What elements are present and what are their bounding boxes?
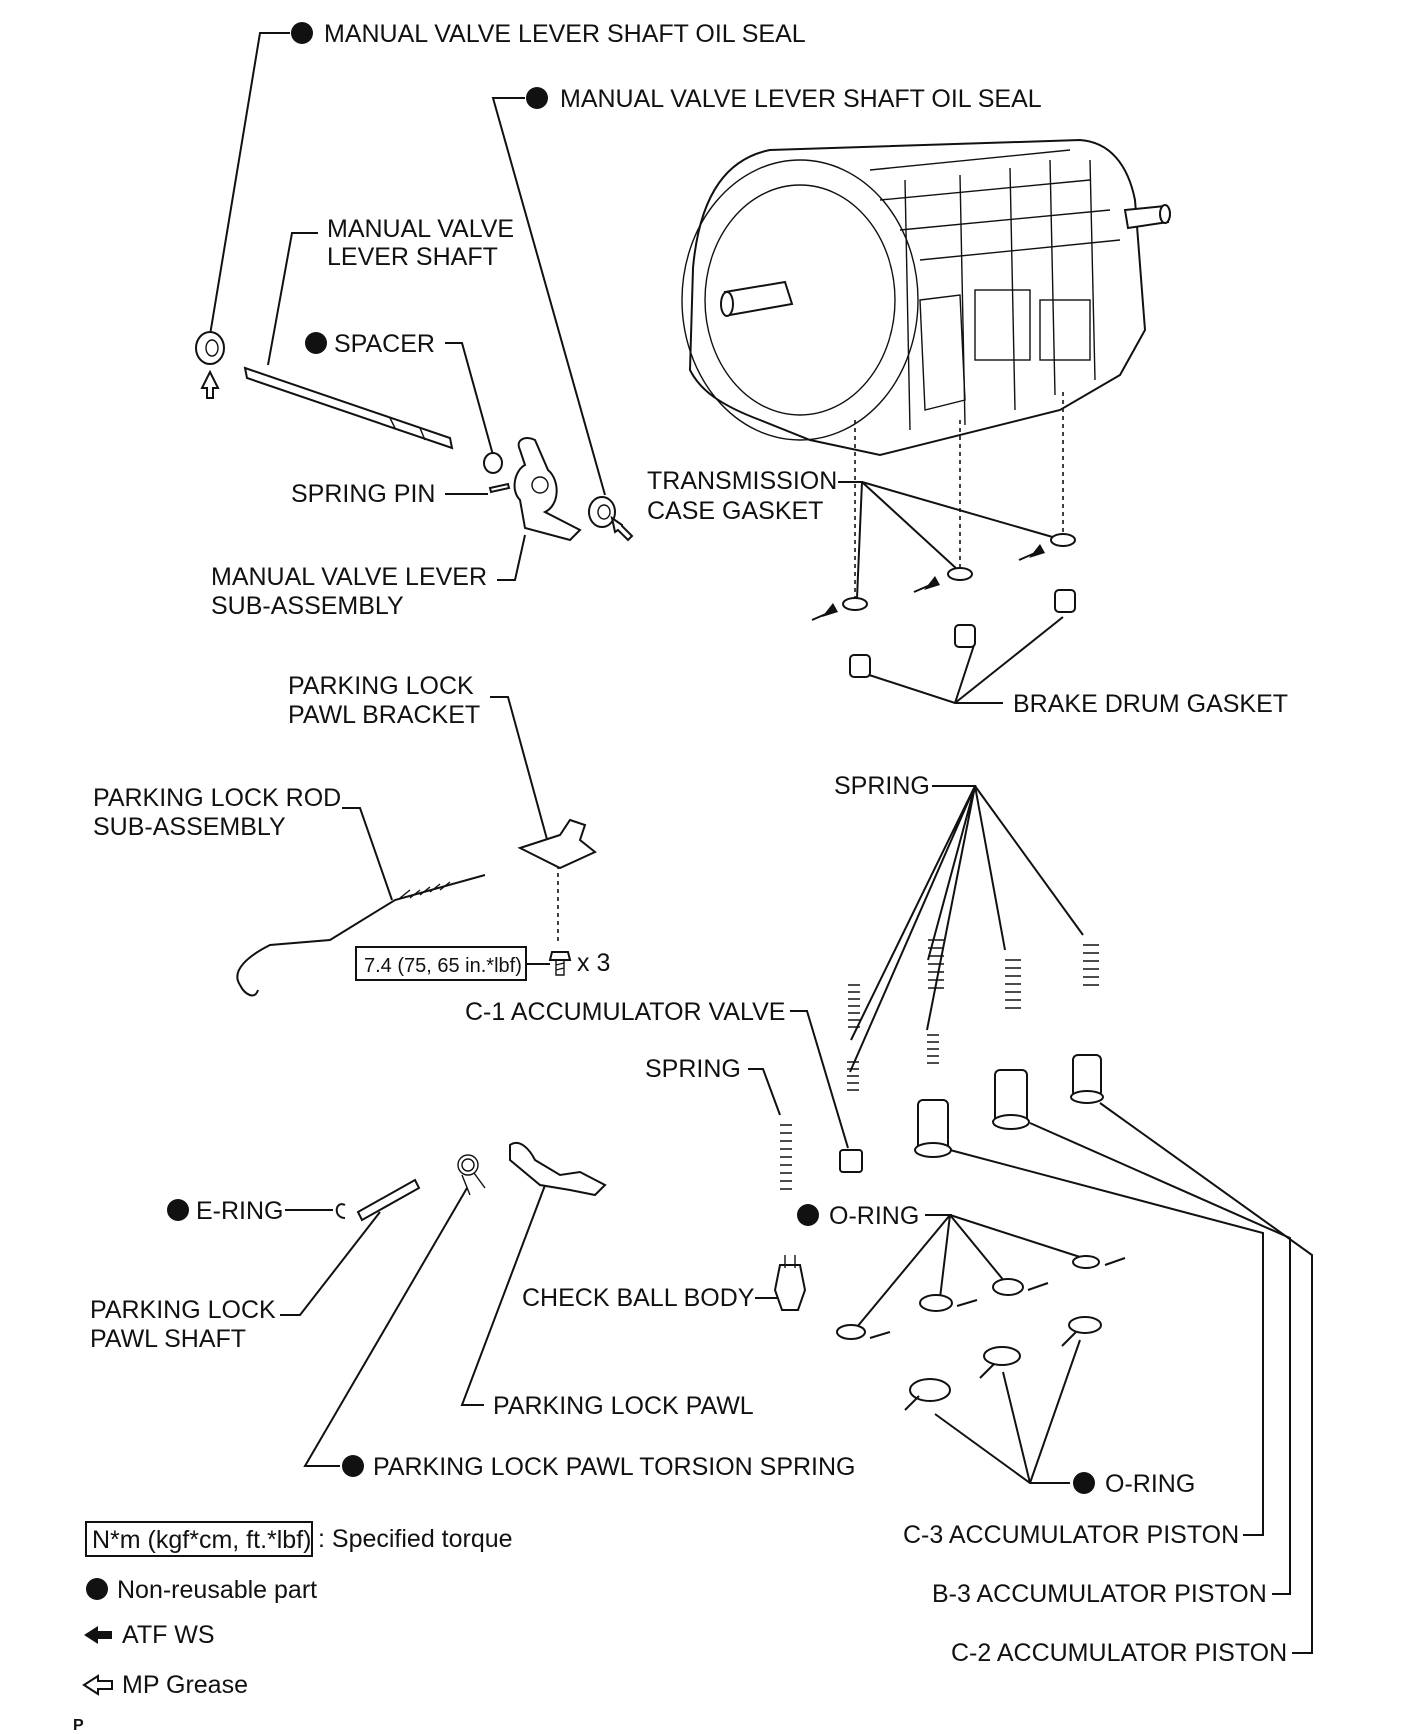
- parking-lock-pawl-torsion-spring-part: [457, 1154, 486, 1196]
- label-manual-valve-lever-shaft-oil-seal-right: MANUAL VALVE LEVER SHAFT OIL SEAL: [560, 85, 1042, 113]
- label-spacer: SPACER: [334, 330, 435, 358]
- label-brake-drum-gasket: BRAKE DRUM GASKET: [1013, 690, 1288, 718]
- label-parking-lock-pawl-bracket-line1: PARKING LOCK: [288, 672, 474, 700]
- transmission-case-illustration: [681, 138, 1171, 457]
- label-c2-accumulator-piston: C-2 ACCUMULATOR PISTON: [951, 1639, 1287, 1667]
- manual-valve-lever-shaft: [243, 366, 454, 450]
- label-check-ball-body: CHECK BALL BODY: [522, 1284, 755, 1312]
- oil-seal-left: [195, 331, 225, 365]
- label-e-ring: E-RING: [196, 1197, 284, 1225]
- spring-pin-part: [488, 482, 511, 494]
- non-reusable-mark-icon: [526, 87, 548, 109]
- parking-lock-pawl-part: [509, 1141, 607, 1197]
- label-parking-lock-pawl-shaft-line1: PARKING LOCK: [90, 1296, 276, 1324]
- e-ring-part: [335, 1203, 346, 1219]
- parking-lock-pawl-bracket-part: [517, 818, 597, 870]
- legend-torque-text: : Specified torque: [318, 1525, 513, 1553]
- label-manual-valve-lever-shaft-line1: MANUAL VALVE: [327, 215, 514, 243]
- legend-atf: ATF WS: [122, 1621, 215, 1649]
- legend-mp-grease: MP Grease: [122, 1671, 248, 1699]
- label-transmission-case-gasket-line2: CASE GASKET: [647, 497, 823, 525]
- label-manual-valve-lever-shaft-line2: LEVER SHAFT: [327, 243, 498, 271]
- label-c1-accumulator-valve: C-1 ACCUMULATOR VALVE: [465, 998, 785, 1026]
- parking-lock-pawl-shaft-part: [356, 1178, 421, 1222]
- label-parking-lock-pawl-torsion-spring: PARKING LOCK PAWL TORSION SPRING: [373, 1453, 856, 1481]
- label-spring-upper: SPRING: [834, 772, 930, 800]
- bolt-icon: [548, 951, 572, 976]
- legend: N*m (kgf*cm, ft.*lbf) : Specified torque…: [73, 1521, 513, 1734]
- label-parking-lock-pawl-shaft-line2: PAWL SHAFT: [90, 1325, 246, 1353]
- non-reusable-mark-icon: [291, 22, 313, 44]
- label-parking-lock-pawl-bracket-line2: PAWL BRACKET: [288, 701, 480, 729]
- label-manual-valve-lever-sub-assembly-line2: SUB-ASSEMBLY: [211, 592, 404, 620]
- callout-labels: MANUAL VALVE LEVER SHAFT OIL SEAL MANUAL…: [90, 20, 1313, 1667]
- c1-accumulator-valve-part: [839, 1149, 863, 1173]
- non-reusable-mark-icon: [342, 1455, 364, 1477]
- label-transmission-case-gasket-line1: TRANSMISSION: [647, 467, 837, 495]
- non-reusable-mark-icon: [305, 332, 327, 354]
- torque-spec-value: 7.4 (75, 65 in.*lbf): [364, 955, 522, 977]
- atf-arrow-icon: [869, 1257, 1126, 1411]
- label-parking-lock-rod-line1: PARKING LOCK ROD: [93, 784, 341, 812]
- label-manual-valve-lever-shaft-oil-seal-top: MANUAL VALVE LEVER SHAFT OIL SEAL: [324, 20, 806, 48]
- torque-spec-box: [355, 946, 527, 981]
- accumulator-piston-parts: [914, 1054, 1104, 1158]
- legend-torque-symbol: N*m (kgf*cm, ft.*lbf): [92, 1526, 311, 1554]
- atf-arrow-icon: [811, 544, 1045, 621]
- non-reusable-mark-icon: [86, 1578, 108, 1600]
- oil-seal-right: [588, 496, 616, 528]
- non-reusable-mark-icon: [1073, 1472, 1095, 1494]
- transmission-case-gasket-parts: [842, 533, 1076, 611]
- label-spring-pin: SPRING PIN: [291, 480, 435, 508]
- mp-grease-arrow-icon: [200, 369, 220, 399]
- label-b3-accumulator-piston: B-3 ACCUMULATOR PISTON: [932, 1580, 1267, 1608]
- o-ring-parts: [836, 1255, 1102, 1402]
- label-o-ring-upper: O-RING: [829, 1202, 919, 1230]
- non-reusable-mark-icon: [167, 1199, 189, 1221]
- parking-lock-rod-part: [236, 874, 486, 997]
- corner-code: P: [73, 1717, 84, 1734]
- label-bolt-quantity: x 3: [577, 949, 610, 977]
- spacer-part: [483, 452, 503, 474]
- mp-grease-arrow-icon: [82, 1674, 113, 1696]
- label-spring-lower: SPRING: [645, 1055, 741, 1083]
- legend-non-reusable: Non-reusable part: [117, 1576, 317, 1604]
- label-o-ring-lower: O-RING: [1105, 1470, 1195, 1498]
- label-c3-accumulator-piston: C-3 ACCUMULATOR PISTON: [903, 1521, 1239, 1549]
- accumulator-springs: [780, 939, 1099, 1190]
- check-ball-body-part: [773, 1255, 807, 1311]
- label-manual-valve-lever-sub-assembly-line1: MANUAL VALVE LEVER: [211, 563, 487, 591]
- mp-grease-arrow-icon: [610, 515, 634, 542]
- non-reusable-mark-icon: [797, 1204, 819, 1226]
- manual-valve-lever-part: [513, 437, 582, 542]
- legend-torque-box: [85, 1521, 313, 1557]
- brake-drum-gasket-parts: [849, 589, 1076, 678]
- label-parking-lock-pawl: PARKING LOCK PAWL: [493, 1392, 754, 1420]
- atf-arrow-icon: [84, 1626, 112, 1644]
- label-parking-lock-rod-line2: SUB-ASSEMBLY: [93, 813, 286, 841]
